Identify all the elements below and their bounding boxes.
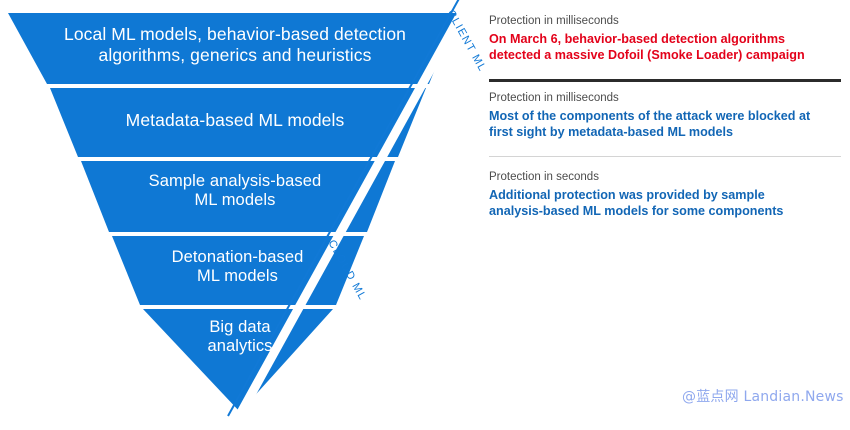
protection-timeline-panel: Protection in milliseconds On March 6, b…	[489, 0, 844, 430]
funnel-band-detonation-ml	[112, 236, 364, 305]
cloud-ml-accent-line	[227, 0, 460, 417]
funnel-diagram: Local ML models, behavior-based detectio…	[8, 0, 489, 421]
funnel-shape-svg	[8, 0, 474, 421]
info-block-protection-milliseconds-metadata: Protection in milliseconds Most of the c…	[489, 91, 841, 141]
section-divider-primary	[489, 79, 841, 82]
info-headline: On March 6, behavior-based detection alg…	[489, 31, 805, 63]
info-block-protection-seconds-sample: Protection in seconds Additional protect…	[489, 170, 841, 220]
site-watermark: @蓝点网 Landian.News	[682, 389, 844, 405]
info-caption: Protection in seconds	[489, 171, 599, 183]
info-headline: Additional protection was provided by sa…	[489, 187, 784, 219]
funnel-band-sample-analysis-ml	[81, 161, 395, 232]
funnel-band-local-ml	[8, 13, 458, 84]
funnel-band-metadata-ml	[50, 88, 426, 157]
info-caption: Protection in milliseconds	[489, 15, 619, 27]
section-divider-secondary	[489, 156, 841, 157]
info-caption: Protection in milliseconds	[489, 92, 619, 104]
info-headline: Most of the components of the attack wer…	[489, 108, 811, 140]
info-block-protection-milliseconds-behavior: Protection in milliseconds On March 6, b…	[489, 14, 841, 64]
client-cloud-divider-line	[234, 0, 474, 421]
